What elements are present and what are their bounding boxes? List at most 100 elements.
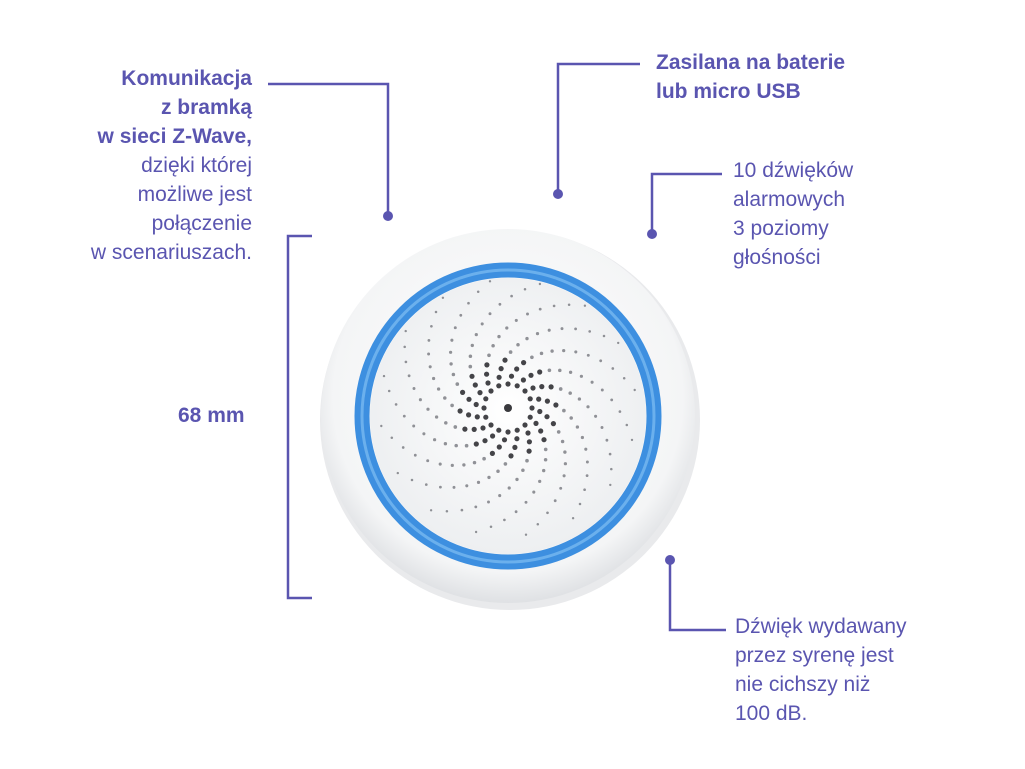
grille-hole [488,422,494,428]
grille-hole [558,368,562,373]
grille-hole [584,447,588,451]
grille-center-hole [504,404,512,412]
power-leader-line [556,62,640,192]
grille-hole [599,359,603,363]
grille-hole [404,360,408,364]
grille-hole [454,443,458,448]
grille-hole [541,437,547,443]
grille-hole [453,425,458,429]
grille-hole [633,388,636,392]
grille-hole [514,427,520,433]
grille-hole [434,415,439,419]
grille-hole [445,510,449,513]
grille-hole [610,467,613,471]
zwave-leader [268,82,393,221]
grille-hole [512,444,518,450]
grille-hole [583,488,586,492]
grille-hole [466,412,472,418]
siren-device [320,229,700,610]
grille-hole [413,453,417,457]
grille-hole [498,366,504,372]
power-line-2: lub micro USB [656,80,801,103]
grille-hole [498,302,502,306]
grille-hole [488,312,492,316]
grille-hole [571,517,575,520]
grille-hole [470,343,474,348]
grille-hole [550,421,557,427]
sounds-callout: 10 dźwięków alarmowych 3 poziomy głośnoś… [733,156,993,272]
grille-hole [543,458,548,462]
grille-hole [600,426,604,429]
grille-hole [524,500,528,504]
grille-hole [588,330,592,333]
grille-hole [618,410,622,413]
grille-hole [527,396,533,402]
grille-hole [496,427,502,433]
grille-hole [537,408,543,415]
grille-hole [548,384,554,390]
grille-hole [455,382,460,386]
grille-hole [448,350,453,354]
grille-hole [523,287,527,291]
grille-hole [394,403,398,406]
grille-hole [539,384,545,390]
grille-hole [438,462,442,466]
grille-hole [553,402,559,408]
grille-hole [526,312,529,316]
grille-hole [530,385,536,391]
loudness-leader-line [668,562,726,632]
grille-hole [403,345,406,349]
grille-hole [480,322,484,326]
grille-hole [538,282,542,286]
grille-hole [537,369,543,375]
grille-hole [586,353,590,357]
grille-hole [503,462,508,466]
grille-hole [460,508,464,512]
grille-hole [476,290,480,294]
grille-hole [625,423,629,427]
grille-hole [536,522,540,526]
grille-hole [563,450,567,454]
grille-hole [568,370,573,374]
speaker-grille [380,280,636,536]
grille-hole [505,381,511,387]
grille-hole [450,403,454,408]
zwave-text-line-1: dzięki której [141,154,252,177]
grille-hole [483,396,489,402]
grille-hole [514,318,518,322]
grille-hole [516,343,520,347]
grille-hole [522,422,528,428]
grille-hole [521,360,527,366]
grille-hole [605,438,609,442]
grille-hole [487,475,491,480]
zwave-text-line-4: w scenariuszach. [90,241,252,264]
grille-hole [538,479,542,484]
zwave-callout: Komunikacja z bramką w sieci Z-Wave, dzi… [20,64,252,267]
power-leader-dot [553,189,563,199]
grille-hole [583,304,587,307]
sounds-leader-line [650,172,722,232]
grille-hole [382,374,386,378]
grille-hole [402,414,406,418]
grille-hole [428,365,432,369]
dimension-label: 68 mm [178,401,278,430]
grille-hole [466,396,472,402]
grille-hole [542,468,546,473]
grille-hole [443,396,447,400]
dimension-bracket-line [286,234,312,600]
grille-hole [480,425,486,431]
grille-hole [525,458,529,463]
grille-hole [544,414,550,420]
grille-hole [550,349,554,353]
grille-hole [526,439,533,445]
grille-hole [496,444,502,450]
grille-hole [473,441,479,447]
grille-hole [481,405,487,411]
grille-hole [474,414,480,420]
grille-hole [407,374,411,378]
grille-hole [485,380,491,386]
grille-hole [562,408,566,413]
grille-hole [526,448,532,454]
grille-hole [556,430,561,434]
